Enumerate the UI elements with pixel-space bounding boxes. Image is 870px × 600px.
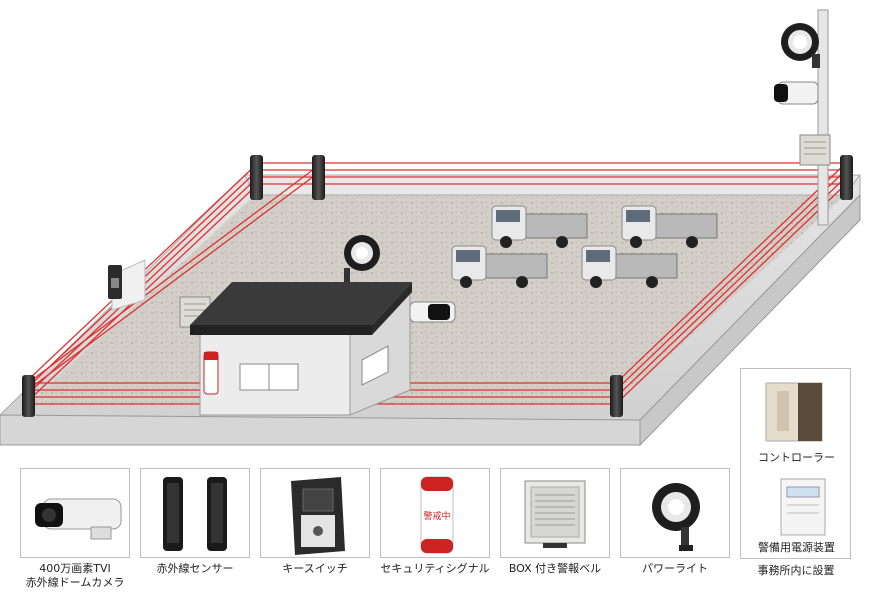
alarm-bell-box-icon: [524, 480, 586, 548]
caption-bell-line1: BOX 付き警報ベル: [508, 562, 602, 575]
security-signal-icon: 警戒中: [420, 476, 454, 554]
card-camera: [20, 468, 130, 558]
sensor-posts: [22, 155, 853, 417]
truck: [451, 245, 548, 288]
caption-signal: セキュリティシグナル: [365, 562, 505, 576]
caption-light: パワーライト: [605, 562, 745, 576]
truck: [581, 245, 678, 288]
keyswitch-icon: [291, 477, 345, 555]
caption-camera-line2: 赤外線ドームカメラ: [25, 576, 125, 589]
signal-text: 警戒中: [423, 510, 450, 522]
office-note: 事務所内に設置: [757, 564, 835, 577]
caption-signal-line1: セキュリティシグナル: [380, 562, 490, 575]
card-light: [620, 468, 730, 558]
power-supply-label: 警備用電源装置: [758, 541, 835, 554]
light-pole: [774, 9, 831, 226]
card-keyswitch: [260, 468, 370, 558]
caption-camera: 400万画素TVI 赤外線ドームカメラ: [5, 562, 145, 590]
office-building: [190, 282, 456, 416]
truck: [491, 205, 588, 248]
caption-keyswitch-line1: キースイッチ: [282, 562, 348, 575]
caption-light-line1: パワーライト: [642, 562, 708, 575]
controller-label: コントローラー: [758, 451, 835, 464]
caption-sensor: 赤外線センサー: [125, 562, 265, 576]
card-signal: 警戒中: [380, 468, 490, 558]
infrared-sensor-icon: [163, 477, 227, 551]
camera-icon: [35, 498, 122, 540]
office-equipment-panel: コントローラー 警備用電源装置: [740, 368, 851, 559]
caption-camera-line1: 400万画素TVI: [39, 562, 111, 575]
office-devices: [765, 382, 826, 536]
lot-power-light: [344, 235, 380, 282]
card-bell: [500, 468, 610, 558]
caption-bell: BOX 付き警報ベル: [485, 562, 625, 576]
caption-keyswitch: キースイッチ: [245, 562, 385, 576]
caption-sensor-line1: 赤外線センサー: [156, 562, 234, 575]
controller-icon: [765, 382, 823, 442]
power-supply-icon: [780, 478, 826, 536]
truck: [621, 205, 718, 248]
card-sensor: [140, 468, 250, 558]
trucks: [451, 205, 718, 288]
power-light-icon: [652, 483, 700, 551]
keyswitch-mounted: [108, 259, 146, 311]
